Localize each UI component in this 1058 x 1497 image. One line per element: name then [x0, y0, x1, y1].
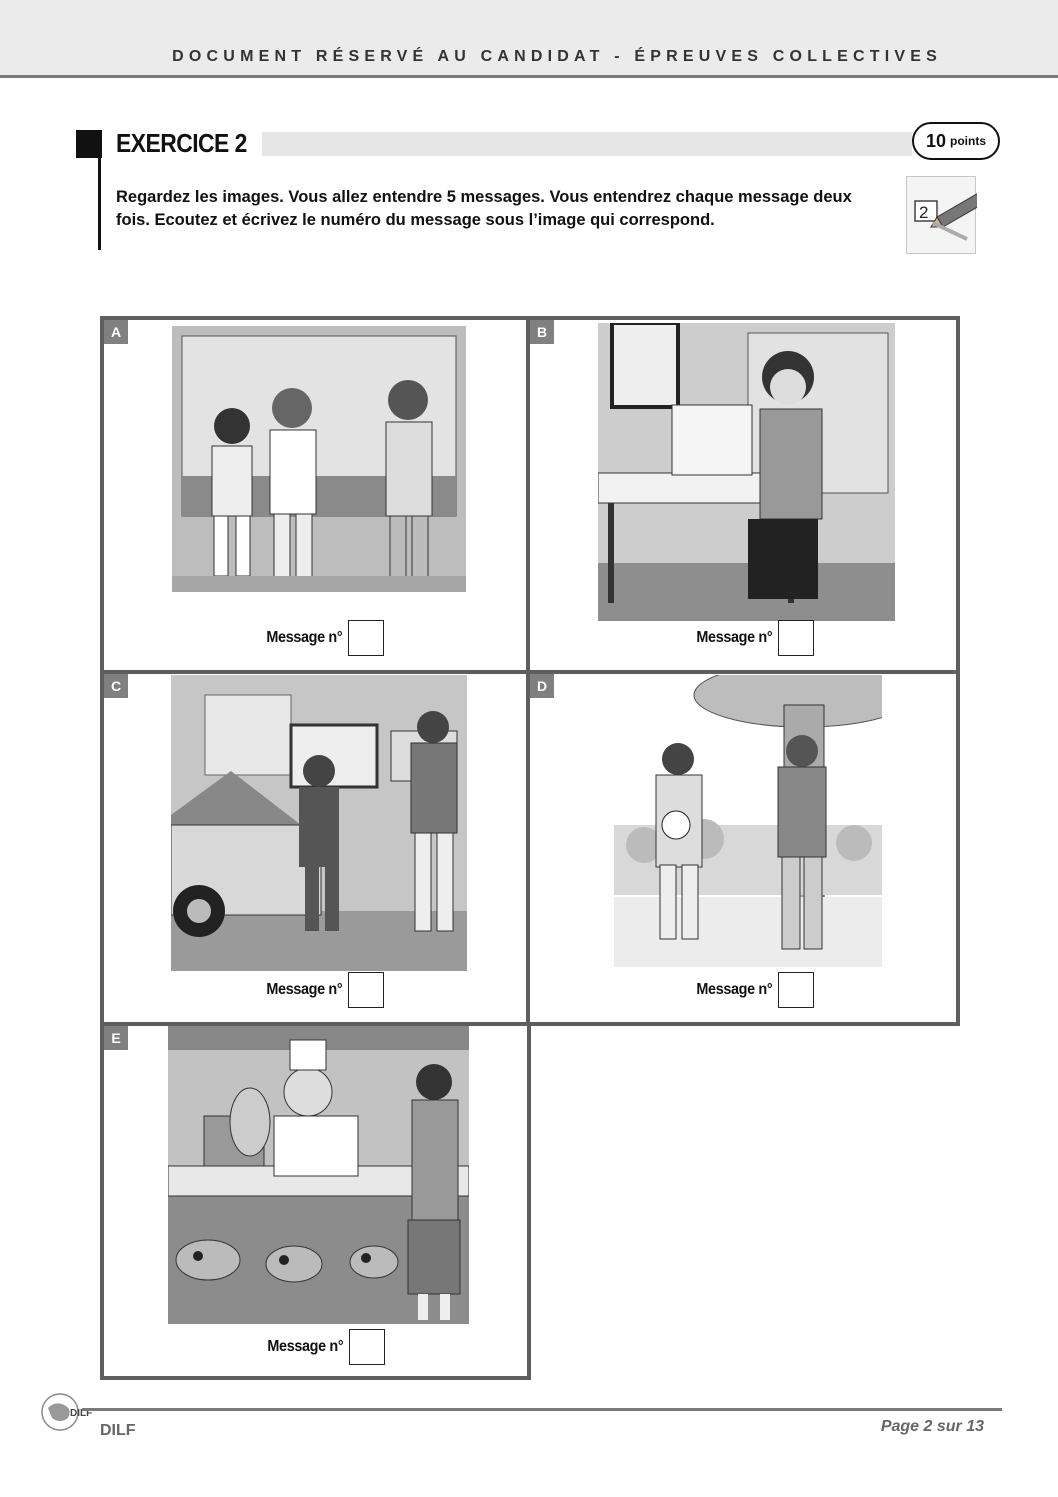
picture-c — [171, 675, 467, 971]
cell-letter: D — [530, 674, 554, 698]
message-field-e: Message n° — [259, 1329, 385, 1365]
image-grid: A Message n° B — [100, 316, 960, 1026]
picture-b — [598, 323, 895, 621]
header-title: DOCUMENT RÉSERVÉ AU CANDIDAT - ÉPREUVES … — [172, 48, 942, 65]
message-answer-box[interactable] — [778, 972, 814, 1008]
message-label: Message n° — [267, 1338, 343, 1355]
exercise-title: EXERCICE 2 — [116, 128, 247, 158]
message-answer-box[interactable] — [349, 1329, 385, 1365]
message-label: Message n° — [266, 981, 342, 998]
message-answer-box[interactable] — [348, 972, 384, 1008]
message-label: Message n° — [266, 629, 342, 646]
cell-c: C Message n° — [104, 674, 526, 1022]
pencil-digit: 2 — [919, 203, 928, 222]
image-grid-last-row: E Message n° — [100, 1022, 531, 1380]
pencil-icon: 2 — [906, 172, 1020, 254]
header-band — [0, 0, 1058, 78]
exercise-title-bar — [262, 132, 912, 156]
message-field-c: Message n° — [258, 972, 384, 1008]
footer-label: DILF — [100, 1422, 136, 1439]
cell-a: A Message n° — [104, 320, 526, 670]
points-number: 10 — [925, 130, 947, 151]
exercise-marker — [76, 130, 102, 158]
points-word: points — [950, 134, 987, 148]
message-answer-box[interactable] — [348, 620, 384, 656]
exercise-side-rule — [98, 158, 101, 250]
message-label: Message n° — [696, 629, 772, 646]
message-field-b: Message n° — [688, 620, 814, 656]
points-badge: 10 points — [912, 122, 1000, 160]
cell-b: B Message n° — [530, 320, 956, 670]
cell-letter: E — [104, 1026, 128, 1050]
instructions: Regardez les images. Vous allez entendre… — [116, 188, 852, 229]
picture-d — [614, 675, 882, 967]
picture-a — [172, 326, 466, 592]
message-label: Message n° — [696, 981, 772, 998]
logo-text: DILF — [70, 1408, 92, 1419]
message-field-a: Message n° — [258, 620, 384, 656]
footer-rule — [82, 1408, 1002, 1411]
message-answer-box[interactable] — [778, 620, 814, 656]
cell-d: D Message n° — [530, 674, 956, 1022]
cell-e: E Message n° — [104, 1026, 527, 1376]
dilf-logo: DILF — [36, 1388, 98, 1436]
page-number: Page 2 sur 13 — [880, 1418, 984, 1435]
cell-letter: B — [530, 320, 554, 344]
message-field-d: Message n° — [688, 972, 814, 1008]
cell-letter: A — [104, 320, 128, 344]
cell-letter: C — [104, 674, 128, 698]
picture-e — [168, 1026, 469, 1324]
